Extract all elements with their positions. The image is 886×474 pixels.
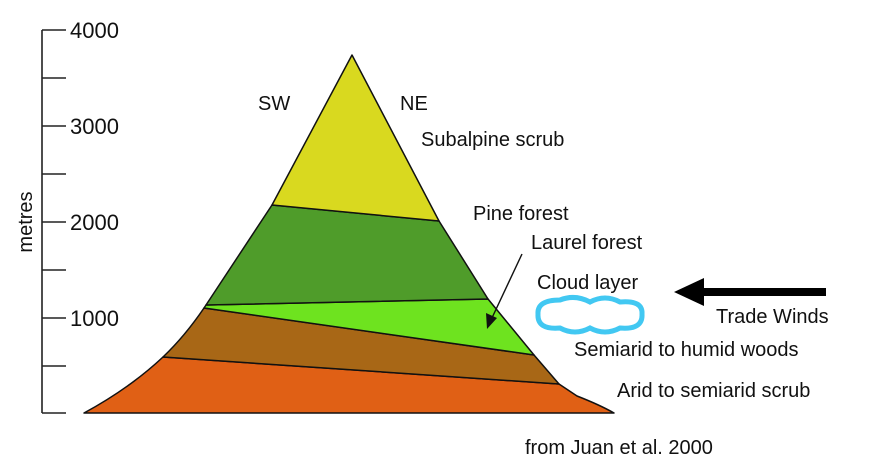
zone-subalpine-band [271,54,440,222]
arid-label: Arid to semiarid scrub [617,380,810,402]
tick-label-2000: 2000 [70,210,119,235]
mountain [83,54,615,414]
zone-arid-band [83,356,615,414]
ne-slope-label: NE [400,93,428,115]
tick-label-3000: 3000 [70,114,119,139]
axis-title: metres [15,191,37,252]
pine-label: Pine forest [473,203,569,225]
laurel-pointer-arrow [486,253,523,329]
cloud-layer-label: Cloud layer [537,272,639,294]
tick-label-4000: 4000 [70,18,119,43]
sw-slope-label: SW [258,93,290,115]
zone-pine-band [205,204,489,306]
trade-winds-label: Trade Winds [716,306,829,328]
semiarid-humid-label: Semiarid to humid woods [574,339,799,361]
altitude-axis: 4000 3000 2000 1000 metres [15,18,119,414]
tick-label-1000: 1000 [70,306,119,331]
source-credit: from Juan et al. 2000 [525,437,713,459]
subalpine-label: Subalpine scrub [421,129,564,151]
cloud-icon [535,294,645,335]
zone-semiarid-humid-band [162,307,560,385]
trade-winds-arrow [674,278,826,306]
laurel-label: Laurel forest [531,232,643,254]
